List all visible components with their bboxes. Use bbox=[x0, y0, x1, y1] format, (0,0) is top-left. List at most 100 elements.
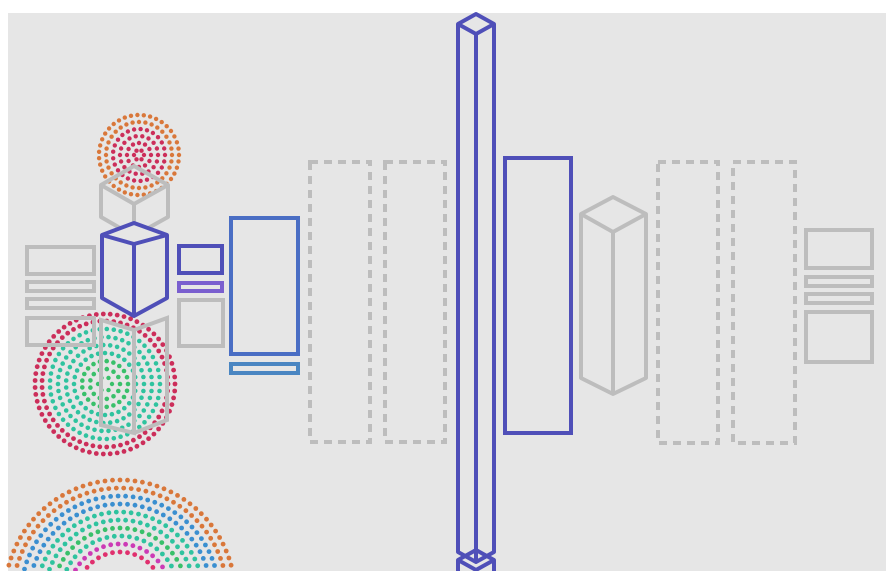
ring-dot bbox=[56, 374, 61, 380]
gray-prism-right-icon bbox=[579, 195, 648, 396]
ring-dot bbox=[73, 445, 79, 451]
ring-dot bbox=[213, 528, 219, 534]
ring-dot bbox=[71, 523, 77, 529]
ring-dot bbox=[177, 503, 183, 509]
ring-dot bbox=[40, 518, 46, 524]
ring-dot bbox=[106, 334, 111, 340]
ring-dot bbox=[106, 375, 111, 381]
ring-dot bbox=[169, 152, 175, 158]
ring-dot bbox=[146, 414, 152, 420]
ring-dot bbox=[115, 517, 121, 523]
ring-dot bbox=[78, 401, 84, 406]
ring-dot bbox=[51, 508, 57, 514]
ring-dot bbox=[44, 405, 49, 411]
ring-dot bbox=[137, 545, 143, 551]
ring-dot bbox=[87, 481, 93, 487]
ring-dot bbox=[139, 157, 144, 162]
ring-dot bbox=[114, 344, 120, 350]
ring-dot bbox=[80, 378, 85, 383]
ring-dot bbox=[150, 130, 156, 136]
ring-dot bbox=[220, 541, 226, 547]
ring-dot bbox=[118, 159, 124, 164]
ring-dot bbox=[121, 509, 127, 515]
ring-dot bbox=[153, 535, 159, 541]
ring-dot bbox=[60, 361, 65, 366]
ring-dot bbox=[103, 152, 109, 158]
ring-dot bbox=[217, 535, 223, 540]
ring-dot bbox=[183, 508, 189, 514]
ring-dot bbox=[169, 146, 174, 151]
ring-dot bbox=[137, 434, 142, 440]
ring-dot bbox=[188, 550, 194, 555]
ring-dot bbox=[220, 563, 226, 568]
ring-dot bbox=[33, 392, 39, 397]
ring-dot bbox=[164, 496, 170, 502]
ring-dot bbox=[104, 436, 110, 442]
ring-dot bbox=[156, 336, 162, 342]
ring-dot bbox=[126, 362, 132, 368]
ring-dot bbox=[97, 436, 102, 442]
ring-dot bbox=[142, 430, 148, 435]
ring-dot bbox=[125, 331, 130, 337]
ring-dot bbox=[109, 171, 114, 176]
ring-dot bbox=[117, 363, 122, 369]
ring-dot bbox=[64, 567, 70, 571]
ring-dot bbox=[48, 521, 54, 527]
ring-dot bbox=[135, 192, 140, 198]
ring-dot bbox=[168, 176, 174, 182]
ring-dot bbox=[45, 536, 51, 542]
ring-dot bbox=[47, 378, 53, 383]
ring-dot bbox=[134, 157, 139, 162]
ring-dot bbox=[172, 374, 178, 380]
ring-dot bbox=[91, 361, 96, 367]
ring-dot bbox=[65, 422, 71, 428]
ring-dot bbox=[104, 444, 110, 450]
ring-dot bbox=[159, 140, 164, 145]
ring-dot bbox=[60, 557, 66, 562]
ring-dot bbox=[117, 152, 123, 158]
ring-dot bbox=[90, 443, 96, 449]
ring-dot bbox=[142, 333, 148, 338]
ring-dot bbox=[122, 115, 128, 120]
ring-dot bbox=[174, 165, 180, 170]
ring-dot bbox=[26, 522, 32, 528]
ring-dot bbox=[204, 516, 209, 522]
ring-dot bbox=[77, 548, 83, 554]
ring-dot bbox=[151, 165, 156, 170]
ring-dot bbox=[100, 495, 106, 500]
ring-dot bbox=[136, 361, 141, 367]
ring-dot bbox=[126, 401, 132, 406]
ring-dot bbox=[93, 451, 99, 456]
ring-dot bbox=[53, 553, 59, 559]
ring-dot bbox=[155, 170, 161, 175]
ring-dot bbox=[80, 527, 85, 533]
ring-dot bbox=[138, 495, 143, 501]
ring-dot bbox=[181, 497, 187, 502]
ring-dot bbox=[110, 501, 115, 507]
ring-dot bbox=[11, 548, 17, 554]
ring-dot bbox=[170, 538, 175, 544]
ring-dot bbox=[100, 311, 106, 317]
ring-dot bbox=[151, 331, 157, 337]
ring-dot bbox=[68, 413, 73, 419]
ring-dot bbox=[90, 559, 95, 565]
ring-dot bbox=[111, 156, 116, 161]
ring-dot bbox=[209, 556, 215, 561]
ring-dot bbox=[194, 518, 200, 524]
ring-dot bbox=[75, 353, 81, 359]
ring-dot bbox=[142, 343, 147, 349]
ring-dot bbox=[72, 504, 78, 510]
ring-dot bbox=[63, 355, 69, 360]
ring-dot bbox=[83, 441, 89, 447]
ring-dot bbox=[176, 146, 181, 151]
ring-dot bbox=[126, 158, 131, 164]
ring-dot bbox=[41, 542, 47, 548]
ring-dot bbox=[189, 536, 195, 542]
ring-dot bbox=[71, 436, 76, 441]
ring-dot bbox=[140, 479, 145, 485]
ring-dot bbox=[176, 152, 182, 158]
ring-dot bbox=[31, 529, 36, 535]
gray-boxes-middle-icon bbox=[99, 298, 225, 436]
ring-dot bbox=[134, 319, 140, 325]
ring-dot bbox=[87, 551, 93, 556]
